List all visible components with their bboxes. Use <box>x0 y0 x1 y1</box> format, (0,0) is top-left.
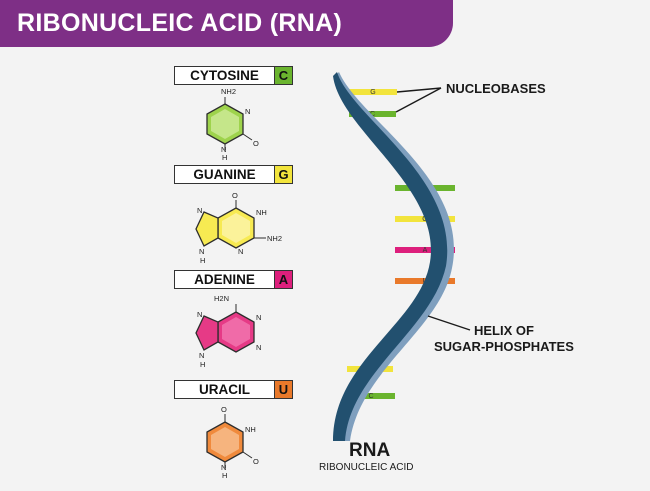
base-name: CYTOSINE <box>190 68 259 83</box>
base-name: URACIL <box>199 382 250 397</box>
atom-label: N <box>238 247 243 256</box>
adenine-molecule: H2N N N N N H <box>195 294 261 369</box>
cytosine-molecule: NH2 N O N H <box>206 87 259 162</box>
atom-label: H2N <box>214 294 229 303</box>
nucleobases-callout: NUCLEOBASES <box>446 81 546 96</box>
base-letter: C <box>274 67 292 84</box>
rna-caption-title: RNA <box>349 440 391 461</box>
title-banner <box>0 0 453 47</box>
uracil-label: URACIL U <box>174 380 293 399</box>
atom-label: O <box>253 139 259 148</box>
atom-label: O <box>253 457 259 466</box>
sugar-phosphate-helix <box>333 72 448 441</box>
atom-label: NH2 <box>221 87 236 96</box>
atom-label: N <box>256 313 261 322</box>
atom-label: H <box>222 153 227 162</box>
rna-caption-subtitle: RIBONUCLEIC ACID <box>319 462 414 473</box>
atom-label: N <box>199 351 204 360</box>
helix-callout-line1: HELIX OF <box>474 323 534 338</box>
guanine-molecule: O NH NH2 N N N H <box>195 191 282 265</box>
base-name: GUANINE <box>193 167 256 182</box>
base-name: ADENINE <box>194 272 255 287</box>
rung-label: C <box>368 393 373 400</box>
rung-a <box>395 247 455 253</box>
atom-label: NH <box>245 425 256 434</box>
base-letter: U <box>274 381 292 398</box>
atom-label: N <box>221 145 226 154</box>
atom-label: N <box>245 107 250 116</box>
atom-label: N <box>199 247 204 256</box>
atom-label: N <box>197 310 202 319</box>
rung-label: G <box>422 216 427 223</box>
base-letter: G <box>274 166 292 183</box>
rung-label: G <box>370 89 375 96</box>
adenine-label: ADENINE A <box>174 270 293 289</box>
atom-label: N <box>221 463 226 472</box>
rung-g <box>349 89 397 95</box>
nucleobases-pointer <box>396 87 442 93</box>
atom-label: H <box>200 256 205 265</box>
cytosine-label: CYTOSINE C <box>174 66 293 85</box>
atom-label: O <box>232 191 238 200</box>
atom-label: N <box>256 343 261 352</box>
atom-label: H <box>200 360 205 369</box>
atom-label: H <box>222 471 227 480</box>
rung-g <box>395 216 455 222</box>
page-title: RIBONUCLEIC ACID (RNA) <box>17 9 343 37</box>
rung-c <box>347 393 395 399</box>
atom-label: NH2 <box>267 234 282 243</box>
atom-label: NH <box>256 208 267 217</box>
rung-label: C <box>370 111 375 118</box>
base-letter: A <box>274 271 292 288</box>
nucleobases-pointer <box>395 87 442 113</box>
guanine-label: GUANINE G <box>174 165 293 184</box>
helix-callout-line2: SUGAR-PHOSPHATES <box>434 339 574 354</box>
atom-label: O <box>221 405 227 414</box>
uracil-molecule: O NH O N H <box>206 405 259 480</box>
rung-label: A <box>423 247 428 254</box>
helix-pointer <box>427 315 471 331</box>
rung-c <box>349 111 396 117</box>
atom-label: N <box>197 206 202 215</box>
